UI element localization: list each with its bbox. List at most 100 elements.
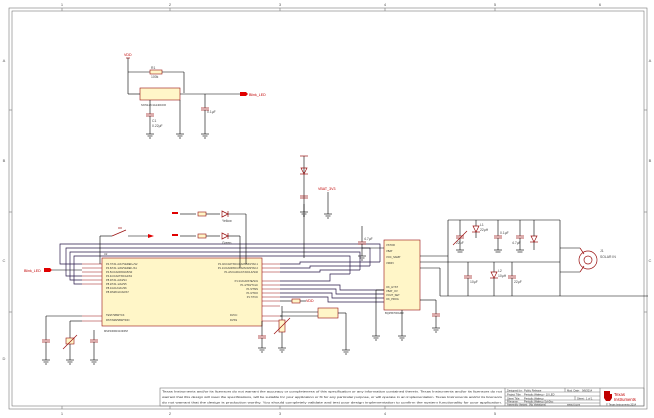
row-marker: A	[3, 58, 6, 63]
mcu-pin-label: P4.7/TA1.2/A7/VEREF+/S2	[106, 262, 138, 266]
vdd-label: VDD	[306, 299, 314, 303]
mcu-pin-label: DVSS	[230, 318, 237, 322]
column-marker: 1	[61, 2, 64, 7]
led-green: Green	[172, 232, 241, 268]
pushbutton-s1	[99, 227, 154, 264]
led-yellow: Yellow	[172, 210, 247, 264]
designed-for-label: Designed for:	[507, 388, 523, 392]
ground-symbol	[90, 359, 98, 365]
connector-value: SOLAR IN	[600, 255, 616, 259]
mcu-pin-label: P8.1/ACLK/A1/S6	[106, 286, 127, 290]
mcu-pin-label: DVCC	[230, 313, 237, 317]
row-marker: A	[649, 58, 652, 63]
capacitor-c12: 22µF	[508, 262, 522, 296]
row-markers: A B C D A B C	[3, 58, 652, 361]
mcu-right-pins	[262, 263, 280, 322]
capacitor-c6	[90, 339, 98, 360]
row-marker: C	[649, 258, 652, 263]
mcu-pin-label: P4.6/TA1.1/A6/VEREF-/S1	[106, 266, 137, 270]
regulator-pin-label: VOUT_SET	[386, 293, 400, 297]
c1-refdes: C1	[152, 119, 156, 123]
inductor-l1: L1 22µH	[472, 220, 489, 238]
resistor-r6: VDD	[280, 298, 314, 304]
jtag-header	[280, 307, 347, 350]
column-marker: 6	[599, 2, 602, 7]
vdd-label: VDD	[124, 53, 132, 57]
row-marker: D	[3, 356, 6, 361]
filename-label: Filename:	[507, 399, 519, 403]
mcu-right-circuit: VDD	[258, 298, 350, 355]
r1-value: 100k	[151, 75, 159, 79]
sheet-value: 1 of 1	[586, 396, 593, 400]
column-marker: 4	[384, 411, 387, 416]
column-marker: 3	[279, 411, 282, 416]
vbat-branch	[300, 155, 308, 258]
mcu-pin-label: P8.2/TA1.1/A2/S5	[106, 282, 127, 286]
capacitor-c10: 4.7µF	[512, 220, 524, 253]
mcu-pin-label: P1.3/UCA0STE/S31	[235, 279, 259, 283]
net-label-left: Blink_LED	[24, 269, 41, 273]
designed-for-value: Public Release	[524, 388, 542, 392]
mcu-pin-label: TEST/SBWTCK	[106, 313, 125, 317]
project-title-value: Periodic Wakeup - 10 LED	[524, 392, 555, 396]
diode-d4	[530, 220, 538, 250]
mcu-pin-label: P1.7/TCK	[247, 295, 259, 299]
connector-refdes: J1	[600, 249, 604, 253]
cap-value: 22µF	[456, 241, 464, 245]
sheet-label: Sheet:	[577, 396, 585, 400]
logo-line-1: Texas	[614, 392, 625, 397]
mcu-u2: MSP430FR4133IPM U2 P4.7/TA1.2/A7/VEREF+/…	[82, 252, 280, 333]
ground-symbol	[432, 327, 440, 333]
oscillator-section: VDD R1 100k SN74LVC1G14DCKR Blink_LED	[124, 53, 266, 139]
inductor-value: 10µH	[498, 274, 507, 278]
diode-d3	[300, 167, 308, 175]
mod-date-label: Mod. Date:	[567, 388, 580, 392]
vdd-symbol: VDD	[124, 53, 132, 72]
mcu-pin-label: P1.6/TDO	[246, 291, 258, 295]
ground-symbol	[278, 347, 286, 353]
net-label-top: Blink_LED	[249, 93, 266, 97]
mcu-pin-label: P4.5/UCA0RXD/A5/S0	[106, 270, 133, 274]
column-marker: 4	[384, 2, 387, 7]
regulator-body	[383, 239, 421, 311]
mcu-pin-label: P1.4/TDI/TCLK	[240, 283, 258, 287]
ground-symbol	[324, 213, 332, 219]
ground-symbol	[176, 100, 184, 139]
ground-symbol	[300, 211, 308, 217]
ground-symbol	[372, 335, 380, 341]
sheet-title-value: Periodic Wakeup	[524, 396, 544, 400]
mcu-pin-label: RST/NMI/SBWTDIO	[106, 318, 130, 322]
cap-value: 4.7µF	[364, 237, 373, 241]
capacitor-c9: 0.1µF	[494, 220, 509, 253]
regulator-pin-label: VSTOR	[386, 243, 395, 247]
disclaimer-text: do not warrant that the design is produc…	[162, 401, 502, 405]
title-block: Texas Instruments and/or its licensors d…	[159, 387, 645, 407]
regulator-part-number: BQ25570RGRR	[385, 311, 404, 315]
capacitor-c1: C1 0.22µF	[146, 100, 163, 128]
mcu-pin-label: P1.0/UCA0TXD/UCA0SIMO/TA0.1	[218, 262, 258, 266]
column-marker: 2	[169, 2, 172, 7]
mcu-pin-label: P1.5/TMS	[246, 287, 258, 291]
regulator-pin-label: VRDIV	[386, 261, 394, 265]
cap-value: 10µF	[470, 280, 478, 284]
mcu-body	[101, 257, 263, 327]
mcu-pin-label: P1.2/UCA0CLK/TA0CLK/S32	[224, 270, 258, 274]
mcu-pin-label: P8.3/TA1.2/A3/S4	[106, 278, 127, 282]
schmitt-inverter-u1: SN74LVC1G14DCKR	[127, 72, 240, 107]
mcu-part-number: MSP430FR4133IPM	[104, 329, 128, 333]
row-marker: B	[649, 158, 652, 163]
ground-symbol	[342, 349, 350, 355]
regulator-pin-label: OK_HYST	[386, 285, 399, 289]
vbat-node: VBAT_3V3	[318, 187, 336, 219]
ground-symbol	[42, 359, 50, 365]
capacitor-c3	[300, 195, 308, 199]
regulator-pin-label: VOC_SAMP	[386, 255, 401, 259]
inductor-value: 22µH	[480, 228, 489, 232]
column-marker: 2	[169, 411, 172, 416]
capacitor-c2: 0.1µF	[201, 94, 216, 130]
copyright-text: © Texas Instruments 2014	[606, 403, 637, 407]
ground-symbol	[358, 255, 366, 261]
cap-value: 0.1µF	[500, 231, 509, 235]
inductor-label: L1	[480, 223, 484, 227]
